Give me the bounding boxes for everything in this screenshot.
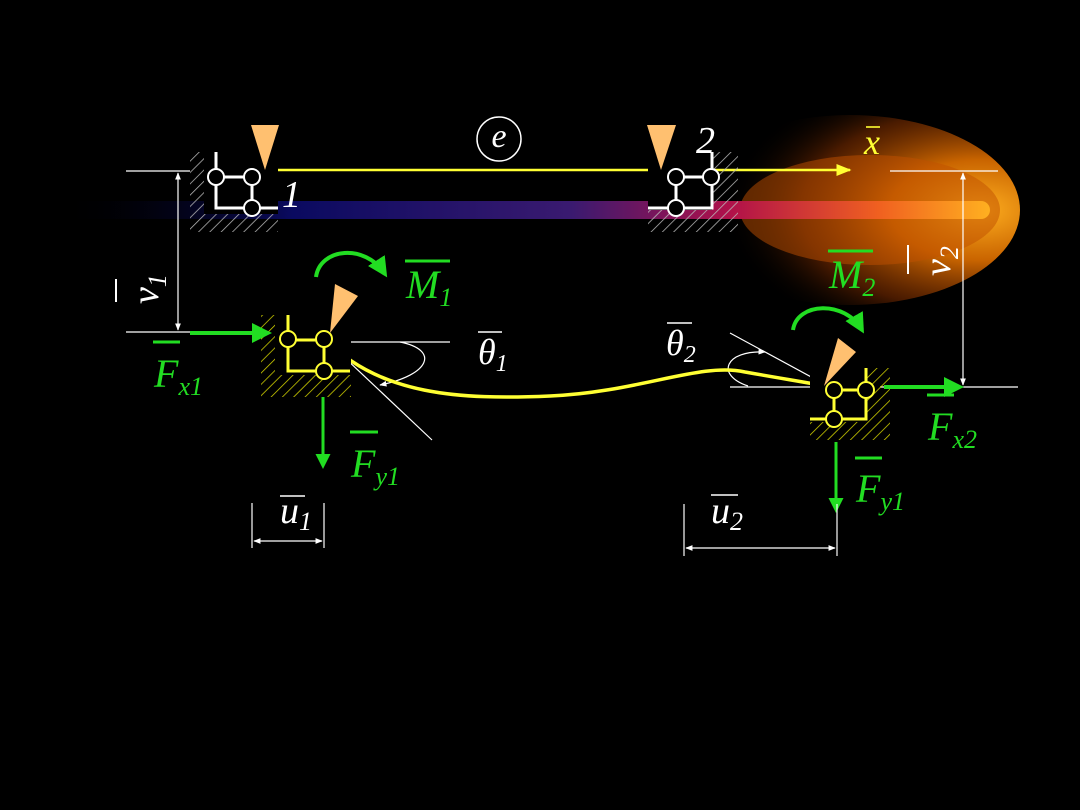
moment-m2-arrow <box>791 306 864 334</box>
comet-glow <box>60 115 1020 305</box>
deflected-curve <box>324 338 837 399</box>
node1-rotation-wedge <box>251 125 279 170</box>
m2-label: M2 <box>828 252 875 302</box>
node2-displaced-support <box>810 338 890 440</box>
fx1-label: Fx1 <box>153 351 203 401</box>
forces <box>190 250 964 513</box>
theta1-label: θ1 <box>478 332 508 377</box>
node1-support <box>190 125 279 232</box>
theta2-label: θ2 <box>666 323 696 368</box>
node2-support <box>647 125 738 232</box>
xbar-label: x <box>863 122 880 162</box>
element-circle <box>476 116 522 162</box>
node2-rotation-wedge <box>647 125 676 170</box>
deformed-beam <box>126 284 1018 441</box>
v2-label: v2 <box>917 246 964 276</box>
labels: e 1 2 x v1 v2 M1 M2 θ1 θ2 Fx1 Fx2 Fy1 Fy… <box>125 118 977 536</box>
theta2-arc <box>727 348 766 387</box>
u1-label: u1 <box>280 490 312 536</box>
node1-displaced-support <box>261 284 358 397</box>
fx2-label: Fx2 <box>927 404 977 454</box>
fy1-left-label: Fy1 <box>350 441 400 491</box>
element-label: e <box>491 118 506 155</box>
fy1-right-label: Fy1 <box>855 466 905 516</box>
svg-text:v1: v1 <box>125 274 172 304</box>
m1-label: M1 <box>405 262 452 312</box>
moment-m1-arrow <box>314 250 388 278</box>
dimension-lines <box>175 172 966 556</box>
node2-label: 2 <box>696 120 715 162</box>
label-overbars <box>115 126 954 497</box>
reference-beam <box>126 116 998 232</box>
v1-label: v1 <box>125 274 172 304</box>
node1-label: 1 <box>282 174 301 216</box>
u2-label: u2 <box>711 490 743 536</box>
svg-text:v2: v2 <box>917 246 964 276</box>
